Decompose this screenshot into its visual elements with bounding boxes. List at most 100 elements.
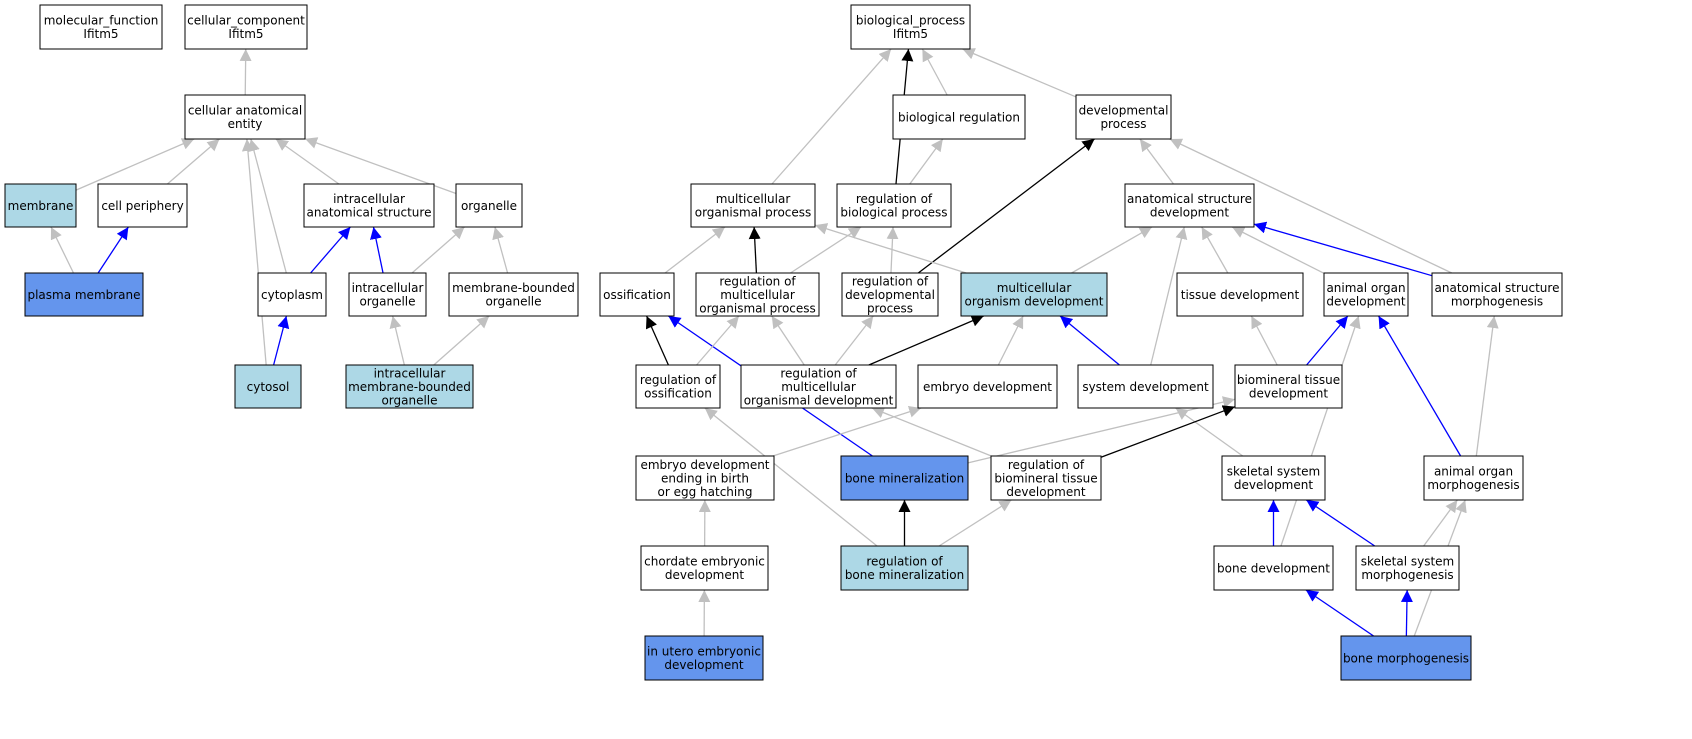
go-term-node-cytosol[interactable]: cytosol [234, 364, 302, 409]
node-label-line: biological process [840, 206, 947, 220]
edge-is-a-mod-to-asd [1071, 226, 1153, 274]
edge-is-a-biolreg-to-bp [921, 48, 948, 96]
node-label-line: organismal development [744, 393, 894, 407]
edge-is-a-mbo-to-organelle [492, 226, 509, 274]
node-label-line: morphogenesis [1427, 478, 1519, 492]
node-box [1423, 455, 1524, 501]
edge-is-a-membrane-to-cae [75, 138, 195, 191]
go-term-node-cytoplasm[interactable]: cytoplasm [257, 272, 327, 317]
node-label-line: embryo development [923, 380, 1052, 394]
node-label-line: cytosol [247, 380, 290, 394]
node-label-line: organismal process [695, 206, 812, 220]
edges-layer [50, 48, 1499, 637]
node-label-line: developmental [845, 288, 935, 302]
go-term-node-bonemin[interactable]: bone mineralization [840, 455, 969, 501]
node-label-line: cellular_component [187, 14, 305, 28]
go-term-node-sysdev[interactable]: system development [1077, 364, 1214, 409]
node-box [836, 183, 952, 228]
edge-is-a-tissdev-to-asd [1201, 226, 1229, 274]
go-term-node-bonemorph[interactable]: bone morphogenesis [1340, 635, 1472, 681]
edge-regulates-rmod-to-mod [868, 315, 984, 366]
node-box [1355, 545, 1460, 591]
go-term-node-bonedev[interactable]: bone development [1213, 545, 1334, 591]
node-box [1124, 183, 1255, 228]
edge-part-of-asm-to-asd [1253, 221, 1433, 277]
node-label-line: ending in birth [661, 471, 749, 485]
go-term-node-embdev[interactable]: embryo development [917, 364, 1058, 409]
node-label-line: cytoplasm [261, 288, 323, 302]
go-term-node-pm[interactable]: plasma membrane [24, 272, 144, 317]
node-label-line: skeletal system [1227, 465, 1320, 479]
node-label-line: multicellular [997, 281, 1072, 295]
edge-is-a-pm-to-membrane [50, 226, 75, 274]
go-term-node-biolreg[interactable]: biological regulation [892, 94, 1026, 140]
node-label-line: organelle [461, 199, 517, 213]
node-label-line: entity [228, 117, 263, 131]
node-label-line: morphogenesis [1361, 568, 1453, 582]
edge-is-a-ossif-to-mop [664, 226, 726, 274]
node-label-line: organelle [485, 295, 541, 309]
go-term-node-membrane[interactable]: membrane [4, 183, 77, 228]
node-label-line: animal organ [1434, 465, 1513, 479]
edge-is-a-rmop-to-rbp [790, 226, 862, 274]
node-label-line: regulation of [640, 373, 717, 387]
node-label-line: bone morphogenesis [1343, 651, 1469, 665]
node-label-line: or egg hatching [658, 485, 753, 499]
edge-is-a-devproc-to-bp [962, 48, 1077, 98]
node-label-line: regulation of [866, 555, 943, 569]
go-term-node-ossif[interactable]: ossification [599, 272, 675, 317]
node-box [1176, 272, 1304, 317]
edge-regulates-rdp-to-devproc [917, 138, 1095, 274]
node-box [1075, 94, 1172, 140]
node-label-line: tissue development [1181, 288, 1300, 302]
go-term-node-cellper[interactable]: cell periphery [97, 183, 188, 228]
node-label-line: intracellular [352, 281, 424, 295]
node-label-line: Ifitm5 [893, 27, 928, 41]
edge-is-a-edebeh-to-embdev [772, 405, 922, 457]
node-label-line: molecular_function [44, 14, 159, 28]
node-label-line: Ifitm5 [83, 27, 118, 41]
edge-regulates-rossif-to-ossif [645, 315, 670, 366]
go-term-node-organelle[interactable]: organelle [455, 183, 523, 228]
node-label-line: organelle [359, 295, 415, 309]
edge-is-a-imbo-to-intorg [389, 315, 405, 366]
node-label-line: animal organ [1326, 281, 1405, 295]
edge-is-a-rbp-to-biolreg [909, 138, 944, 185]
edge-is-a-asd-to-devproc [1139, 138, 1174, 185]
go-term-node-tissdev[interactable]: tissue development [1176, 272, 1304, 317]
edge-is-a-btd-to-tissdev [1250, 315, 1278, 366]
node-box [841, 272, 939, 317]
node-box [635, 455, 775, 501]
node-box [1221, 455, 1326, 501]
node-box [840, 545, 969, 591]
edge-is-a-sysdev-to-asd [1150, 226, 1188, 366]
